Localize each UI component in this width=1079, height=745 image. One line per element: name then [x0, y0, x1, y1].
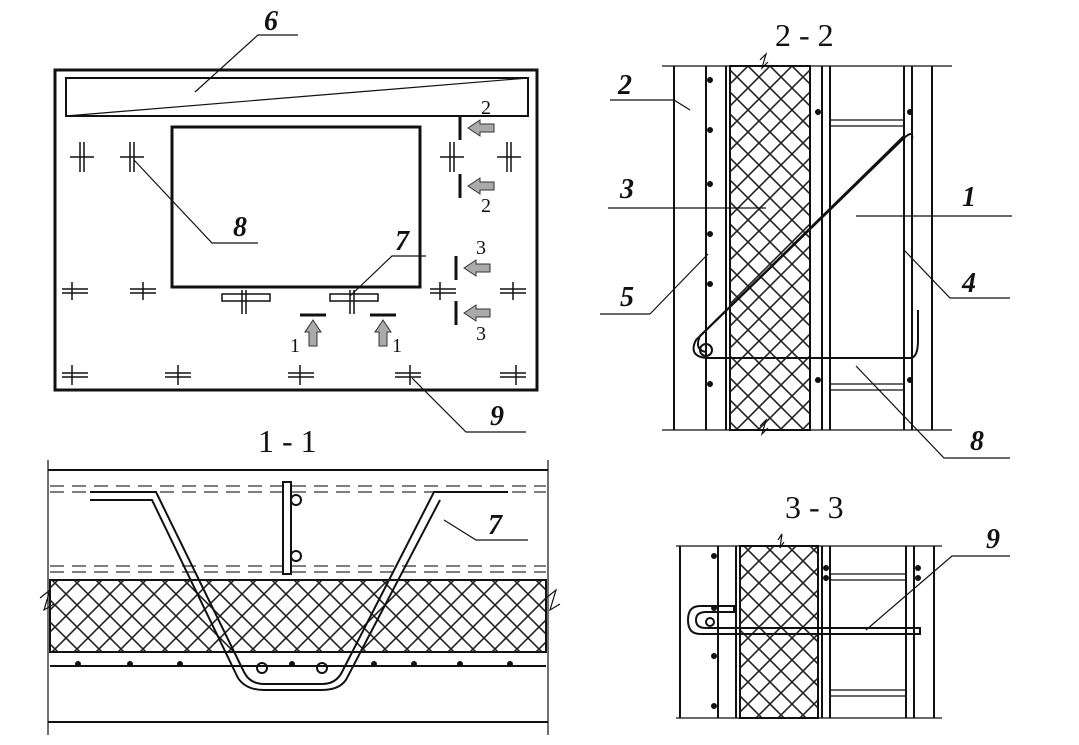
label-8-section: 8 [970, 426, 984, 457]
cut-mark-3-upper [454, 256, 491, 280]
label-6: 6 [264, 6, 278, 37]
section-title-3-3: 3 - 3 [785, 489, 844, 525]
connector-v2 [120, 142, 144, 172]
window-opening [170, 125, 422, 289]
top-beam [65, 77, 529, 117]
window-connectors [221, 290, 379, 314]
leader-9-section [865, 555, 1010, 631]
leader-4 [903, 249, 1010, 299]
cut-mark-text-3b: 3 [476, 323, 486, 345]
panel-elevation: 2 2 3 3 1 1 6 8 7 9 [53, 6, 539, 433]
top-beam-diagonal [65, 77, 529, 117]
diagonal-connector-8 [692, 133, 919, 359]
label-9-section: 9 [986, 524, 1000, 555]
label-3: 3 [619, 174, 634, 205]
vertical-connectors [70, 142, 521, 172]
rebars-2-2 [707, 77, 913, 387]
connector-v3 [440, 142, 464, 172]
label-7-elevation: 7 [395, 226, 410, 257]
label-8-elevation: 8 [233, 212, 247, 243]
leader-7-elevation [349, 255, 426, 297]
cut-mark-3-lower [454, 301, 491, 325]
label-5: 5 [620, 282, 634, 313]
rebars-1-1 [75, 661, 513, 667]
leader-6 [194, 34, 298, 93]
leader-8-section [855, 365, 1010, 459]
insulation-2-2 [729, 65, 811, 431]
section-1-1: 1 - 1 7 [39, 423, 561, 735]
insulation-3-3 [739, 545, 819, 719]
horizontal-connectors-mid [62, 282, 526, 300]
label-1: 1 [962, 182, 976, 213]
section-title-2-2: 2 - 2 [775, 17, 834, 53]
label-4: 4 [961, 268, 976, 299]
label-2: 2 [617, 70, 632, 101]
u-connector-9 [686, 605, 921, 635]
v-connector-7 [90, 491, 508, 685]
bottom-connectors [62, 365, 526, 385]
cut-mark-text-3a: 3 [476, 237, 486, 259]
connector-v1 [70, 142, 94, 172]
leader-8-elevation [133, 159, 258, 244]
cut-mark-text-1a: 1 [290, 335, 300, 357]
label-7-section: 7 [488, 510, 503, 541]
section-2-2: 2 - 2 2 [600, 17, 1012, 459]
leader-7-section [443, 519, 528, 541]
panel-outline [53, 68, 539, 392]
connector-v4 [497, 142, 521, 172]
cut-mark-1-right [370, 313, 396, 347]
cut-mark-1-left [300, 313, 326, 347]
cut-mark-2-upper [458, 116, 495, 140]
cut-mark-text-2a: 2 [481, 97, 491, 119]
cut-mark-text-1b: 1 [392, 335, 402, 357]
leader-5 [649, 253, 709, 315]
insulation-1-1 [49, 579, 547, 653]
cut-mark-2-lower [458, 174, 495, 198]
cut-mark-text-2b: 2 [481, 195, 491, 217]
label-9-elevation: 9 [490, 401, 504, 432]
leader-2 [610, 99, 691, 111]
rebars-3-3 [711, 553, 921, 709]
section-title-1-1: 1 - 1 [258, 423, 317, 459]
leader-9-elevation [411, 377, 526, 433]
section-3-3: 3 - 3 9 [676, 489, 1010, 719]
